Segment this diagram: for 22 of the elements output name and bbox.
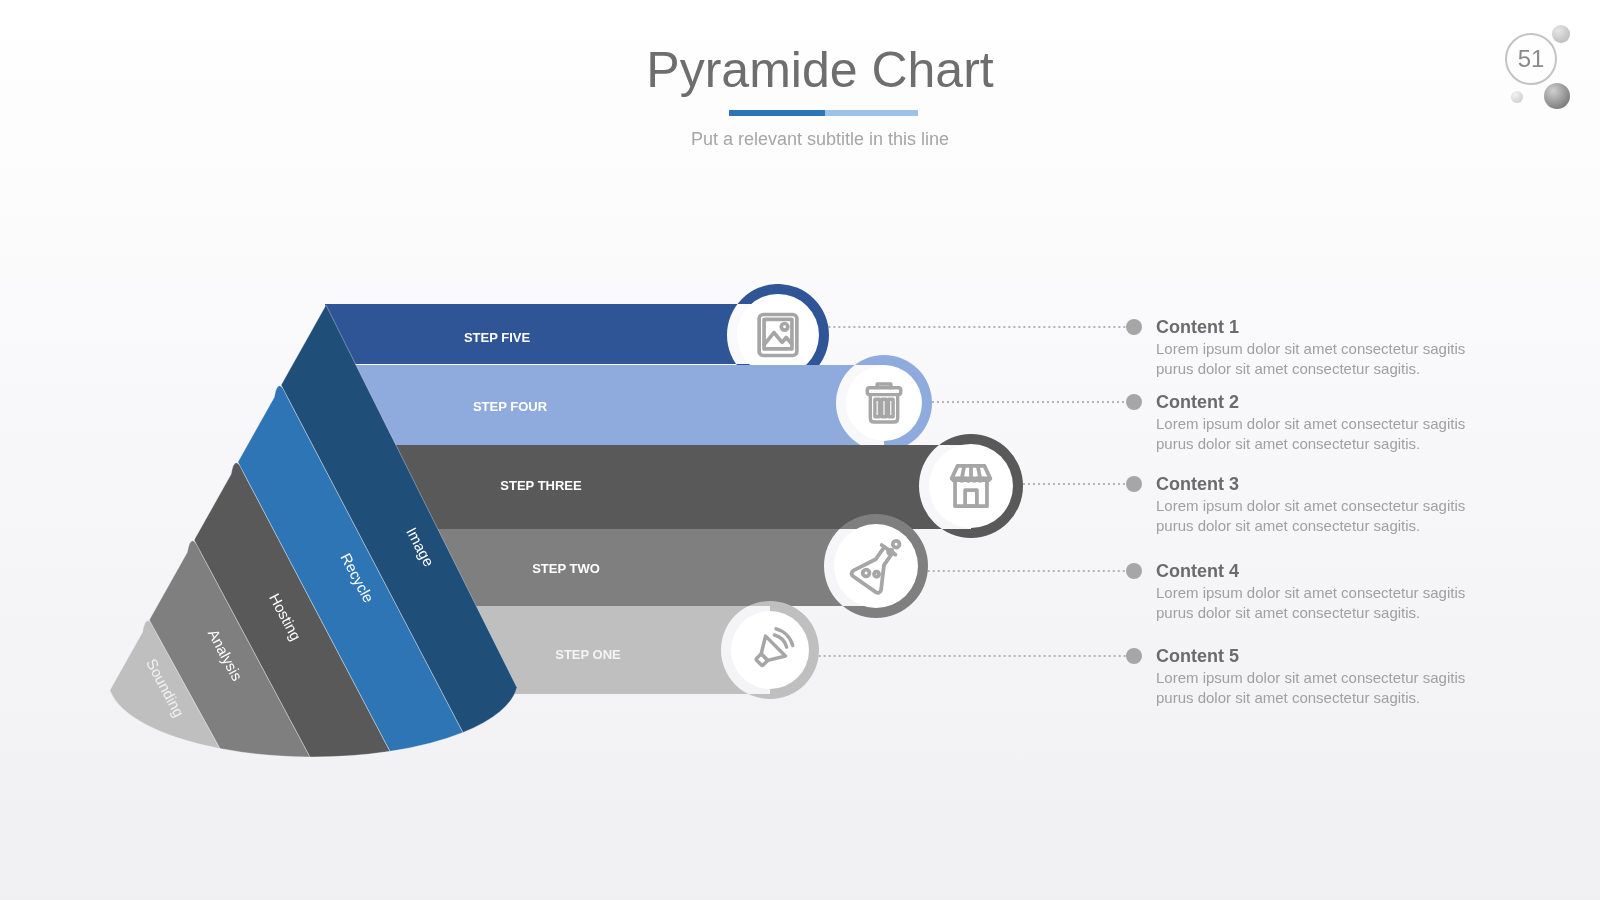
- leader-line: [827, 319, 1143, 335]
- content-text: Lorem ipsum dolor sit amet consectetur sagitis purus dolor sit amet consectetur sagitis.: [1156, 339, 1467, 379]
- leader-line: [926, 563, 1143, 579]
- leader-line: [931, 394, 1143, 410]
- content-heading: Content 4: [1156, 560, 1240, 583]
- step-label: STEP FIVE: [463, 330, 531, 346]
- content-text: Lorem ipsum dolor sit amet consectetur sagitis purus dolor sit amet consectetur sagitis.: [1156, 583, 1467, 623]
- content-text: Lorem ipsum dolor sit amet consectetur sagitis purus dolor sit amet consectetur sagitis.: [1156, 668, 1467, 708]
- step-label: STEP TWO: [532, 561, 600, 577]
- content-heading: Content 2: [1156, 391, 1240, 414]
- content-heading: Content 5: [1156, 645, 1240, 668]
- content-text: Lorem ipsum dolor sit amet consectetur sagitis purus dolor sit amet consectetur sagitis.: [1156, 414, 1467, 454]
- leader-line: [817, 648, 1143, 664]
- content-heading: Content 3: [1156, 473, 1240, 496]
- subtitle: Put a relevant subtitle in this line: [690, 128, 950, 150]
- step-label: STEP THREE: [500, 478, 582, 494]
- content-heading: Content 1: [1156, 316, 1240, 339]
- title: Pyramide Chart: [646, 41, 994, 100]
- leader-line: [1021, 476, 1143, 492]
- content-text: Lorem ipsum dolor sit amet consectetur sagitis purus dolor sit amet consectetur sagitis.: [1156, 496, 1467, 536]
- segment-label: Image: [402, 524, 438, 570]
- step-label: STEP FOUR: [472, 399, 548, 415]
